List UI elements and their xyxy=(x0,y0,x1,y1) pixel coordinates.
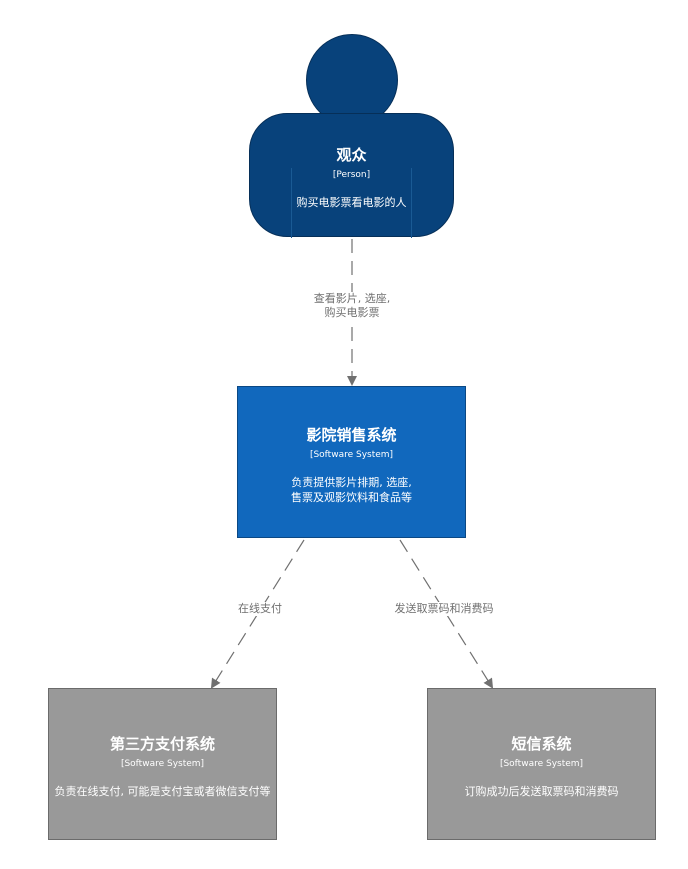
relationship-label-cinema-to-payment: 在线支付 xyxy=(226,602,294,616)
node-description: 购买电影票看电影的人 xyxy=(296,196,407,209)
arrow-cinema-to-payment xyxy=(210,539,305,689)
node-type: [Person] xyxy=(332,170,371,180)
relationship-label-cinema-to-sms: 发送取票码和消费码 xyxy=(385,602,503,616)
node-description: 订购成功后发送取票码和消费码 xyxy=(464,785,619,798)
system-sms[interactable]: 短信系统 [Software System] 订购成功后发送取票码和消费码 xyxy=(427,688,656,840)
node-type: [Software System] xyxy=(120,759,205,769)
node-title: 影院销售系统 xyxy=(306,426,397,444)
node-description: 负责在线支付, 可能是支付宝或者微信支付等 xyxy=(54,785,271,798)
node-title: 短信系统 xyxy=(511,735,572,753)
person-head-shape xyxy=(306,34,398,126)
node-type: [Software System] xyxy=(309,450,394,460)
node-title: 第三方支付系统 xyxy=(109,735,215,753)
person-audience[interactable]: 观众 [Person] 购买电影票看电影的人 xyxy=(249,113,454,238)
system-third-party-payment[interactable]: 第三方支付系统 [Software System] 负责在线支付, 可能是支付宝… xyxy=(48,688,277,840)
arrow-cinema-to-sms xyxy=(399,539,494,689)
node-type: [Software System] xyxy=(499,759,584,769)
person-arm-line-right xyxy=(411,168,412,238)
relationship-label-audience-to-cinema: 查看影片, 选座, 购买电影票 xyxy=(296,292,408,320)
node-title: 观众 xyxy=(336,146,367,164)
node-description: 负责提供影片排期, 选座, 售票及观影饮料和食品等 xyxy=(291,476,412,504)
person-arm-line-left xyxy=(291,168,292,238)
system-cinema-sales[interactable]: 影院销售系统 [Software System] 负责提供影片排期, 选座, 售… xyxy=(237,386,466,538)
